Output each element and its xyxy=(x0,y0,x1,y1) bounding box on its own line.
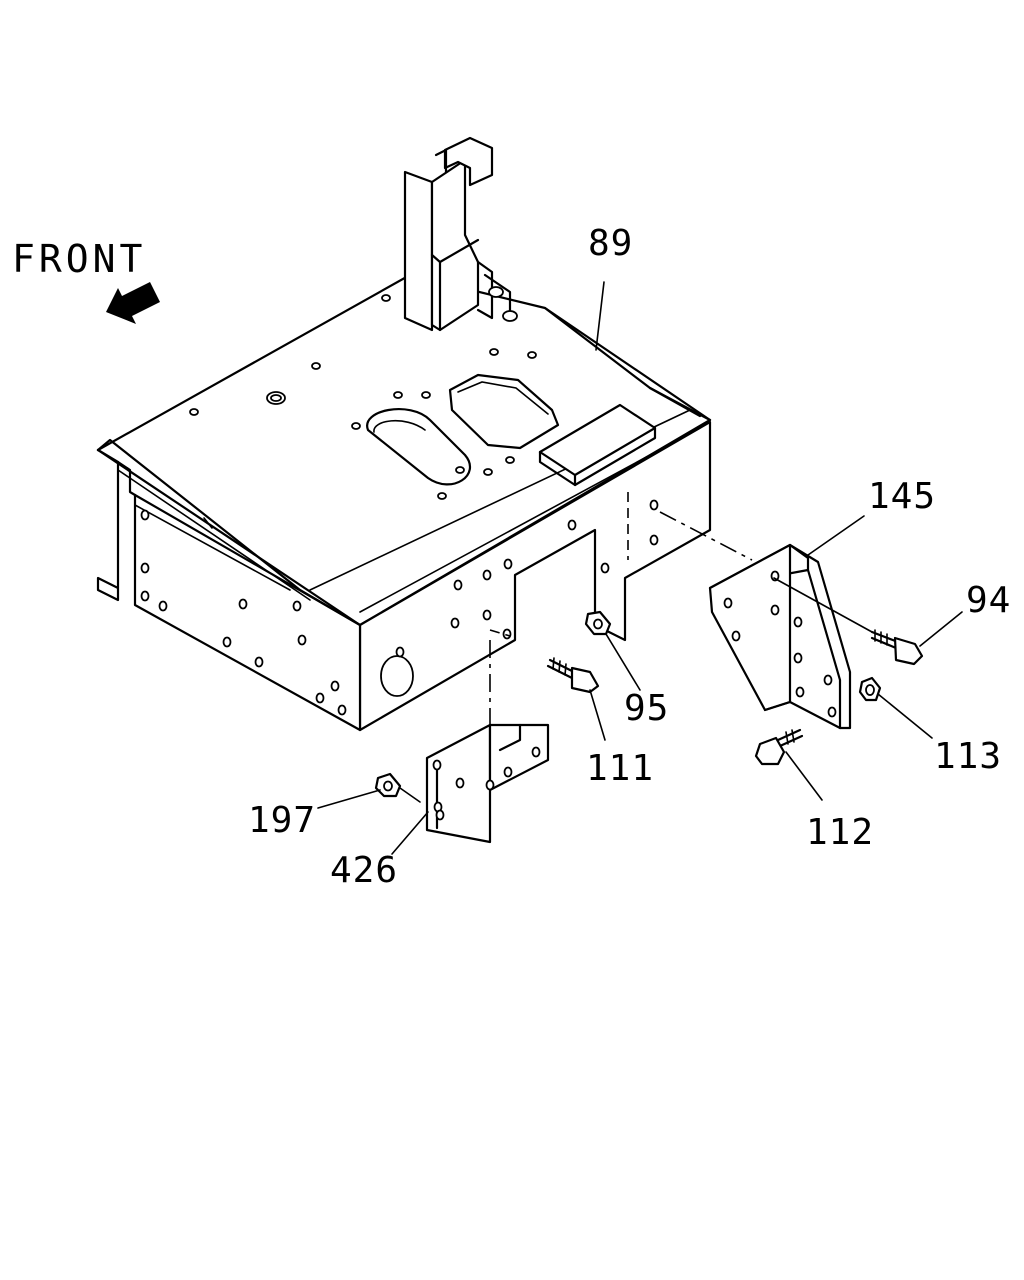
bolt-94 xyxy=(870,629,924,666)
bolt-112 xyxy=(754,728,804,766)
callout-89: 89 xyxy=(588,223,633,264)
callout-113: 113 xyxy=(934,736,1002,777)
mounting-pad xyxy=(538,403,657,487)
bolt-111 xyxy=(546,657,600,694)
callout-111: 111 xyxy=(586,748,654,789)
assembly-centerlines xyxy=(489,492,753,738)
top-plate-holes xyxy=(189,286,537,500)
callout-94: 94 xyxy=(966,580,1011,621)
callout-95: 95 xyxy=(624,688,669,729)
vertical-post xyxy=(403,136,512,332)
callout-145: 145 xyxy=(868,476,936,517)
callout-112: 112 xyxy=(806,812,874,853)
bracket-426 xyxy=(425,723,550,844)
bracket-426-holes xyxy=(432,746,541,821)
oval-cutout xyxy=(366,408,472,486)
callout-197: 197 xyxy=(248,800,316,841)
nut-113 xyxy=(858,676,882,702)
side-panel-holes xyxy=(140,509,347,716)
front-face-holes xyxy=(380,499,659,697)
front-label: FRONT xyxy=(12,237,146,281)
octagon-cutout xyxy=(448,373,560,450)
frame-assembly xyxy=(96,136,712,732)
leader-lines xyxy=(317,281,963,855)
bracket-145 xyxy=(708,543,852,730)
bracket-145-holes xyxy=(723,570,837,718)
nut-197 xyxy=(374,772,402,798)
callout-426: 426 xyxy=(330,850,398,891)
front-arrow-icon xyxy=(106,282,160,324)
